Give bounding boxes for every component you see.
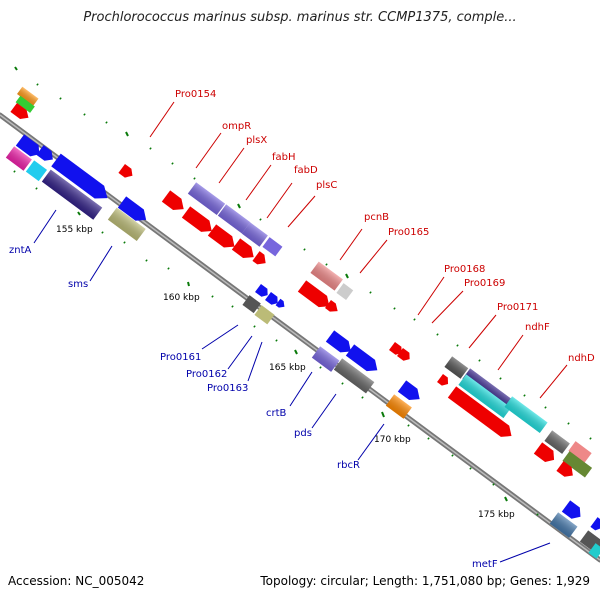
gene-label: ompR — [222, 121, 251, 132]
accession-text: Accession: NC_005042 — [8, 574, 145, 588]
gene-label: ndhD — [568, 353, 595, 364]
scale-tick-label: 165 kbp — [269, 363, 306, 373]
gene-feature — [336, 283, 354, 300]
gene-label: Pro0162 — [186, 369, 227, 380]
gene-label: Pro0165 — [388, 227, 429, 238]
gene-label: Pro0169 — [464, 278, 505, 289]
gene-label: sms — [68, 279, 88, 290]
gene-label: pcnB — [364, 212, 389, 223]
gene-feature — [458, 374, 512, 419]
gene-feature — [10, 102, 29, 119]
gene-feature — [51, 153, 108, 199]
gene-label: fabH — [272, 152, 296, 163]
genome-summary-text: Topology: circular; Length: 1,751,080 bp… — [260, 574, 590, 588]
gene-feature — [217, 204, 251, 234]
gene-feature — [255, 283, 268, 297]
scale-tick-label: 170 kbp — [374, 435, 411, 445]
scale-tick-label: 160 kbp — [163, 293, 200, 303]
gene-feature — [265, 291, 278, 305]
gene-feature — [262, 237, 283, 257]
gene-label: plsX — [246, 135, 267, 146]
tick-row-inner — [13, 170, 38, 190]
gene-feature — [41, 169, 103, 220]
gene-feature — [345, 344, 378, 372]
top-gene-labels: Pro0154 ompR plsX fabH fabD plsC pcnB Pr… — [175, 89, 595, 364]
gene-feature — [385, 394, 412, 419]
gene-feature — [15, 134, 40, 157]
gene-feature — [107, 207, 146, 242]
gene-feature — [117, 196, 147, 221]
tick-row-outer-top — [14, 66, 592, 440]
gene-feature — [241, 222, 268, 247]
bottom-gene-labels: zntA sms Pro0161 Pro0162 Pro0163 crtB pd… — [9, 245, 498, 570]
gene-feature — [252, 251, 266, 265]
genes-reverse — [5, 134, 600, 559]
gene-feature — [161, 190, 184, 210]
tick-rows — [13, 66, 592, 531]
gene-label: ndhF — [525, 322, 550, 333]
gene-feature — [504, 396, 548, 433]
scale-labels: 155 kbp 160 kbp 165 kbp 170 kbp 175 kbp — [56, 225, 515, 520]
gene-label: zntA — [9, 245, 32, 256]
page-title: Prochlorococcus marinus subsp. marinus s… — [83, 10, 517, 25]
gene-feature — [231, 238, 254, 258]
gene-feature — [310, 261, 343, 291]
gene-feature — [207, 224, 235, 248]
gene-label: Pro0154 — [175, 89, 216, 100]
gene-feature — [275, 298, 285, 308]
gene-label: fabD — [294, 165, 318, 176]
gene-feature — [17, 86, 39, 106]
gene-label: Pro0163 — [207, 383, 248, 394]
gene-feature — [5, 146, 32, 171]
gene-feature — [556, 461, 573, 477]
tick-row-outer-bottom — [77, 211, 562, 531]
gene-label: Pro0168 — [444, 264, 485, 275]
gene-feature — [447, 386, 512, 437]
gene-feature — [533, 442, 555, 462]
gene-label: pds — [294, 428, 312, 439]
gene-label: metF — [472, 559, 498, 570]
genes-forward — [10, 86, 593, 478]
gene-feature — [549, 512, 578, 538]
gene-label: plsC — [316, 180, 337, 191]
gene-label: Pro0161 — [160, 352, 201, 363]
gene-feature — [544, 430, 570, 454]
gene-feature — [568, 441, 592, 463]
gene-feature — [325, 330, 351, 353]
gene-feature — [311, 346, 340, 372]
gene-feature — [389, 341, 402, 355]
gene-feature — [297, 280, 330, 308]
gene-feature — [242, 295, 261, 314]
gene-feature — [561, 500, 581, 519]
gene-feature — [397, 347, 410, 361]
gene-feature — [254, 305, 275, 325]
gene-feature — [118, 163, 133, 178]
gene-feature — [15, 95, 35, 113]
gene-feature — [437, 373, 449, 386]
gene-feature — [181, 206, 212, 232]
gene-feature — [325, 299, 338, 312]
scale-tick-label: 175 kbp — [478, 510, 515, 520]
gene-feature — [397, 380, 420, 400]
top-leader-lines — [149, 101, 568, 399]
scale-tick-label: 155 kbp — [56, 225, 93, 235]
gene-feature — [562, 451, 593, 478]
gene-feature — [25, 160, 48, 182]
gene-label: rbcR — [337, 460, 360, 471]
gene-label: Pro0171 — [497, 302, 538, 313]
gene-label: crtB — [266, 408, 287, 419]
gene-feature — [590, 517, 600, 531]
bottom-leader-lines — [33, 209, 551, 563]
gene-feature — [36, 145, 53, 161]
gene-feature — [187, 182, 226, 216]
gene-feature — [333, 358, 375, 394]
gene-feature — [444, 356, 469, 379]
